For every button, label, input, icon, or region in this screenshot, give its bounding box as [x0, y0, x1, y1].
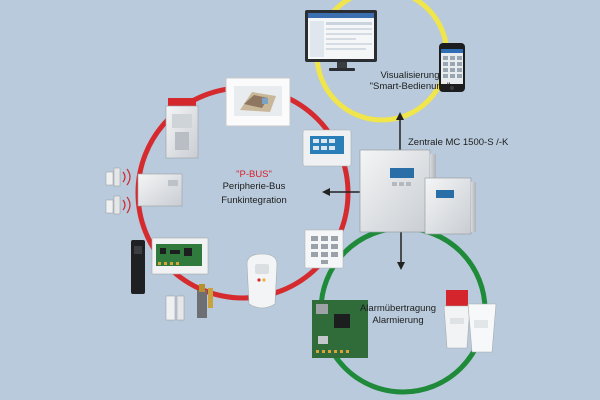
radio-contact-icons	[105, 167, 131, 215]
smart-bedienung-label: "Smart-Bedienung"	[369, 81, 451, 92]
alarmuebertragung-label: Alarmübertragung	[359, 303, 437, 314]
touch-panel-floorplan-icon	[225, 77, 291, 127]
peripherie-label: Peripherie-Bus	[222, 181, 286, 192]
control-panel-icon	[302, 129, 352, 167]
central-unit-large-icon	[359, 149, 436, 233]
smartphone-icon	[439, 43, 465, 92]
motion-detector-icon	[246, 253, 278, 309]
bus-module-board-icon	[131, 237, 209, 294]
radio-module-icon	[137, 173, 183, 207]
monitor-icon	[305, 10, 377, 71]
zentrale-label: Zentrale MC 1500-S /-K	[408, 137, 509, 148]
outdoor-siren-icon	[443, 290, 497, 353]
central-unit-small-icon	[424, 177, 476, 235]
funk-label: Funkintegration	[221, 195, 287, 206]
visualisierung-label: Visualisierung	[380, 70, 440, 81]
alarmierung-label: Alarmierung	[372, 315, 424, 326]
keypad-icon	[304, 229, 344, 269]
transmission-board-icon	[312, 300, 368, 358]
magnetic-contact-icons	[165, 284, 213, 321]
pbus-label: "P-BUS"	[236, 169, 272, 180]
siren-keypad-icon	[165, 98, 199, 159]
